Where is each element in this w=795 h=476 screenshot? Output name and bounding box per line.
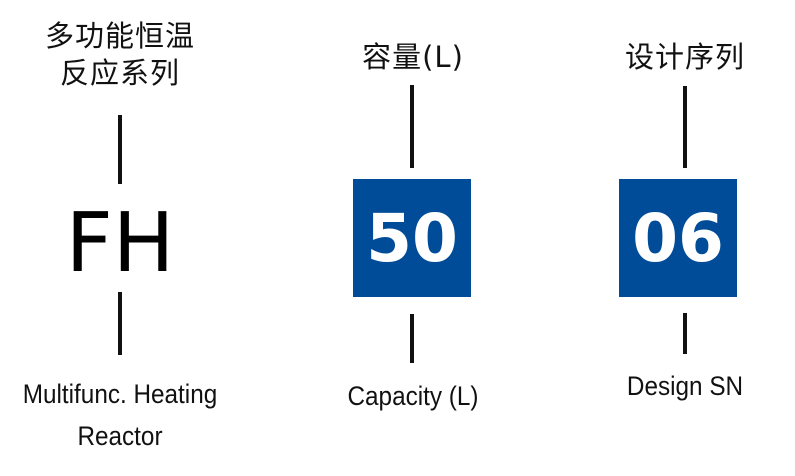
segment-capacity: 容量(L) 50 Capacity (L) <box>300 0 526 476</box>
capacity-label-cn: 容量(L) <box>362 40 464 74</box>
segment-series: 多功能恒温 反应系列 FH Multifunc. Heating Reactor <box>0 0 240 476</box>
series-label-cn-line-2: 反应系列 <box>59 56 180 90</box>
connector-line-bottom <box>683 313 687 354</box>
series-label-en-line-1: Multifunc. Heating <box>22 379 218 409</box>
connector-line-top <box>118 115 122 184</box>
capacity-label-en: Capacity (L) <box>347 381 479 411</box>
connector-line-top <box>410 85 414 168</box>
connector-line-bottom <box>410 314 414 363</box>
design-sn-code-box: 06 <box>619 179 737 297</box>
series-code: FH <box>65 196 175 291</box>
connector-line-bottom <box>118 292 122 355</box>
series-label-cn-line-1: 多功能恒温 <box>44 19 195 53</box>
connector-line-top <box>683 86 687 168</box>
capacity-code-box: 50 <box>353 179 471 297</box>
segment-design-sn: 设计序列 06 Design SN <box>570 0 795 476</box>
series-label-en-line-2: Reactor <box>77 421 163 451</box>
design-sn-label-en: Design SN <box>626 371 744 401</box>
design-sn-label-cn: 设计序列 <box>624 40 745 74</box>
